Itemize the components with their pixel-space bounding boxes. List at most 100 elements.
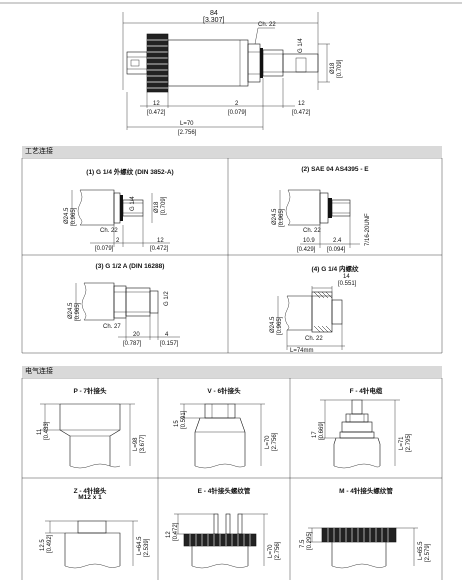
len-in: [2.756] — [178, 130, 197, 136]
v1-d1: Ø24.5 — [64, 207, 70, 224]
e-h-in: [0.472] — [173, 522, 179, 541]
sensor-body — [167, 39, 249, 87]
v2-d1: Ø24.5 — [272, 208, 278, 225]
v2-ch: Ch. 22 — [303, 228, 321, 234]
z-label: Z - 4针接头 — [73, 488, 107, 495]
f-l-in: [2.795] — [406, 433, 412, 452]
len-mm: L=70 — [180, 121, 194, 127]
m-h-in: [0.295] — [307, 531, 313, 550]
v1-d2: Ø18 — [154, 201, 160, 213]
v4-a: 14 — [343, 274, 350, 280]
dia-mm: Ø18 — [330, 62, 336, 74]
v2-a2: 2.4 — [333, 238, 342, 244]
dim3-mm: 12 — [298, 101, 305, 107]
z-sublabel: M12 x 1 — [78, 494, 102, 501]
z-connector-drawing — [45, 520, 138, 569]
thread-label: G 1/4 — [298, 38, 304, 53]
variant4-drawing — [277, 286, 345, 350]
m-l-in: [2.579] — [425, 543, 431, 562]
v1-thread: G 1/4 — [130, 196, 136, 211]
v2-d1-in: [0.965] — [279, 208, 285, 227]
z-h: 12.5 — [40, 539, 46, 551]
v4-d1: Ø24.5 — [270, 316, 276, 333]
dim2-in: [0.079] — [228, 110, 247, 116]
v3-ch: Ch. 27 — [103, 324, 121, 330]
v-h-in: [0.591] — [181, 410, 187, 429]
dim3-in: [0.472] — [292, 110, 311, 116]
hex-nut — [247, 43, 261, 83]
e-l: L=70 — [268, 544, 274, 558]
f-label: F - 4针电缆 — [349, 388, 383, 395]
v-connector-drawing — [180, 403, 265, 469]
v3-b-in: [0.157] — [160, 341, 179, 347]
section-process-connection: 工艺连接 — [22, 146, 442, 158]
v1-b: 12 — [157, 238, 164, 244]
v2-a: 10.9 — [303, 238, 315, 244]
knurled-ring — [146, 33, 169, 93]
section1-title: 工艺连接 — [25, 148, 53, 155]
variant3-drawing — [75, 282, 180, 340]
m-connector-drawing — [308, 527, 418, 569]
dim1-in: [0.472] — [147, 110, 166, 116]
v-l: L=70 — [265, 435, 271, 449]
f-l: L=71 — [399, 436, 405, 450]
z-l-in: [2.539] — [144, 538, 150, 557]
m-h: 7.5 — [300, 539, 306, 548]
z-h-in: [0.492] — [47, 534, 53, 553]
v4-ch: Ch. 22 — [305, 336, 323, 342]
overall-in: [3.307] — [203, 17, 224, 24]
m-label: M - 4针接头螺纹管 — [339, 488, 393, 495]
z-l: L=64.5 — [137, 536, 143, 555]
m-l: L=65.5 — [418, 541, 424, 560]
v3-b: 4 — [165, 332, 169, 338]
v-h: 15 — [174, 420, 180, 427]
v4-len: L=74mm — [290, 348, 314, 354]
variant2-drawing — [279, 189, 360, 248]
dim1-mm: 12 — [153, 101, 160, 107]
p-l-in: [3.677] — [140, 434, 146, 453]
f-cable-drawing — [320, 399, 400, 469]
v3-thread: G 1/2 — [164, 291, 170, 306]
v1-ch: Ch. 22 — [100, 228, 118, 234]
v1-a-in: [0.079] — [95, 246, 114, 252]
variant1-drawing — [71, 189, 170, 247]
e-l-in: [2.756] — [275, 541, 281, 560]
section-electrical-connection: 电气连接 — [22, 366, 442, 378]
v3-a-in: [0.787] — [123, 341, 142, 347]
p-h: 11 — [37, 428, 43, 435]
v3-d1: Ø24.5 — [68, 302, 74, 319]
dim2-mm: 2 — [235, 101, 239, 107]
section2-title: 电气连接 — [25, 368, 53, 375]
v3-a: 20 — [133, 332, 140, 338]
v2-a-in: [0.429] — [297, 247, 316, 253]
v1-a: 2 — [116, 238, 120, 244]
hex-label: Ch. 22 — [258, 22, 276, 28]
f-h: 17 — [312, 431, 318, 438]
e-connector-drawing — [174, 513, 268, 569]
v-l-in: [2.756] — [272, 432, 278, 451]
v1-b-in: [0.472] — [150, 246, 169, 252]
variant3-label: (3) G 1/2 A (DIN 16288) — [95, 263, 165, 270]
gasket — [260, 48, 263, 78]
variant1-label: (1) G 1/4 外螺纹 (DIN 3852-A) — [86, 169, 174, 176]
e-h: 12 — [166, 531, 172, 538]
v1-d2-in: [0.709] — [161, 196, 167, 215]
v-label: V - 6针接头 — [207, 388, 241, 395]
p-connector-drawing — [40, 403, 135, 469]
v4-d1-in: [0.965] — [277, 316, 283, 335]
overall-mm: 84 — [210, 10, 218, 17]
p-l: L=98 — [133, 437, 139, 451]
p-label: P - 7针接头 — [73, 388, 107, 395]
e-label: E - 4针接头螺纹管 — [197, 488, 251, 495]
dia-in: [0.709] — [337, 59, 343, 78]
v3-d1-in: [0.965] — [75, 302, 81, 321]
variant4-label: (4) G 1/4 内螺纹 — [311, 266, 359, 273]
p-h-in: [0.433] — [44, 421, 50, 440]
v2-thread: 7/16-20UNF — [365, 213, 371, 246]
variant2-label: (2) SAE 04 AS4395 - E — [301, 166, 369, 173]
v1-d1-in: [0.965] — [71, 207, 77, 226]
connector-pins — [126, 51, 148, 75]
f-h-in: [0.669] — [319, 421, 325, 440]
v4-a-in: [0.551] — [338, 281, 357, 287]
